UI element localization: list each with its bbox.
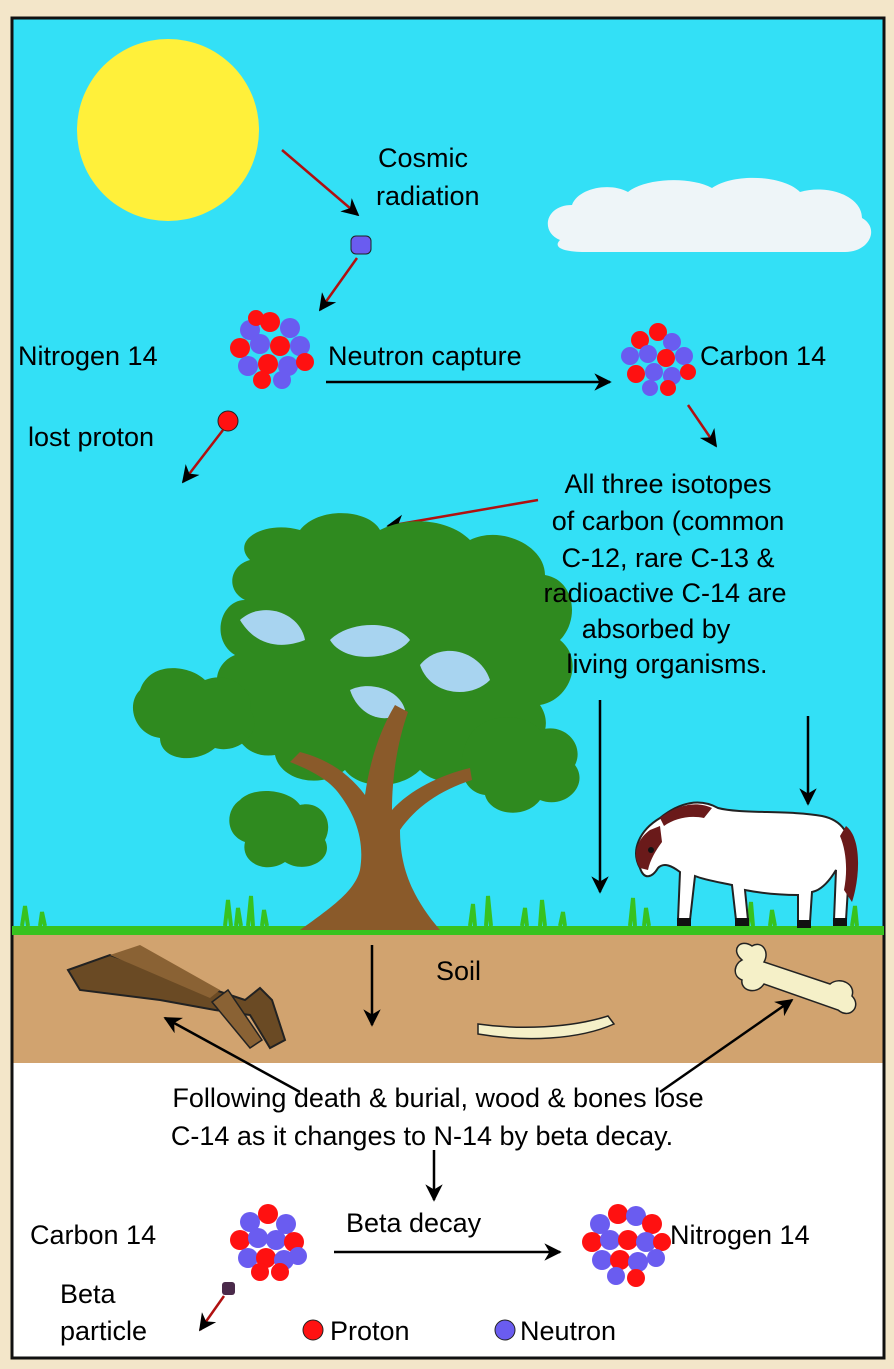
label-soil: Soil [436, 956, 481, 986]
incoming-neutron [351, 236, 371, 254]
label-death-line-1: Following death & burial, wood & bones l… [172, 1083, 703, 1113]
label-neutron-capture: Neutron capture [328, 341, 522, 371]
label-isotopes-line-6: living organisms. [566, 649, 767, 679]
sun-icon [77, 39, 259, 221]
label-radiation: radiation [376, 181, 480, 211]
label-carbon-14-bottom: Carbon 14 [30, 1220, 156, 1250]
label-nitrogen-14-top: Nitrogen 14 [18, 341, 158, 371]
label-death-line-2: C-14 as it changes to N-14 by beta decay… [171, 1121, 673, 1151]
label-cosmic: Cosmic [378, 143, 468, 173]
label-lost-proton: lost proton [28, 422, 154, 452]
legend-neutron-dot [495, 1320, 515, 1340]
label-isotopes-line-4: radioactive C-14 are [543, 578, 786, 608]
label-beta-decay: Beta decay [346, 1208, 482, 1238]
label-isotopes-line-2: of carbon (common [552, 506, 785, 536]
label-nitrogen-14-bottom: Nitrogen 14 [670, 1220, 810, 1250]
beta-particle [222, 1282, 235, 1295]
label-beta: Beta [60, 1279, 117, 1309]
label-isotopes-line-3: C-12, rare C-13 & [561, 543, 774, 573]
label-particle: particle [60, 1316, 147, 1346]
label-isotopes-line-1: All three isotopes [564, 469, 771, 499]
legend-proton-dot [303, 1320, 323, 1340]
legend-neutron-label: Neutron [520, 1316, 616, 1346]
lost-proton-particle [218, 411, 238, 431]
legend-proton-label: Proton [330, 1316, 410, 1346]
label-carbon-14-top: Carbon 14 [700, 341, 826, 371]
label-isotopes-line-5: absorbed by [582, 614, 731, 644]
